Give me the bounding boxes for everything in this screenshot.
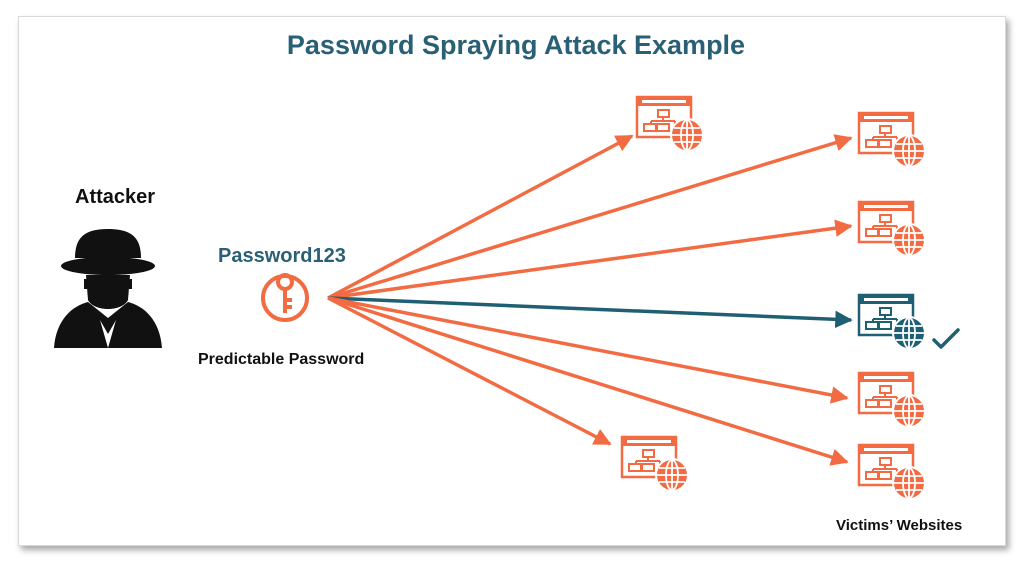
website-icon: [635, 95, 704, 152]
attack-arrow: [327, 219, 853, 300]
spy-icon: [54, 229, 162, 348]
predictable-password-label: Predictable Password: [198, 351, 365, 368]
website-icon: [857, 443, 926, 500]
victims-websites-label: Victims’ Websites: [836, 517, 963, 534]
attack-arrow: [327, 296, 612, 446]
website-icon: [857, 200, 926, 257]
attack-arrow: [327, 296, 849, 466]
website-icon: [857, 371, 926, 428]
attack-arrow: [327, 296, 853, 329]
checkmark-icon: [932, 328, 960, 349]
website-icon: [857, 111, 926, 168]
password-text: Password123: [218, 245, 346, 267]
diagram-title: Password Spraying Attack Example: [286, 30, 746, 60]
attack-arrow: [327, 134, 634, 300]
attack-arrow: [327, 296, 849, 404]
attack-arrow: [327, 134, 853, 300]
attacker-label: Attacker: [75, 186, 156, 208]
website-icon: [620, 435, 689, 492]
key-icon: [261, 273, 309, 322]
website-icon: [857, 293, 926, 350]
